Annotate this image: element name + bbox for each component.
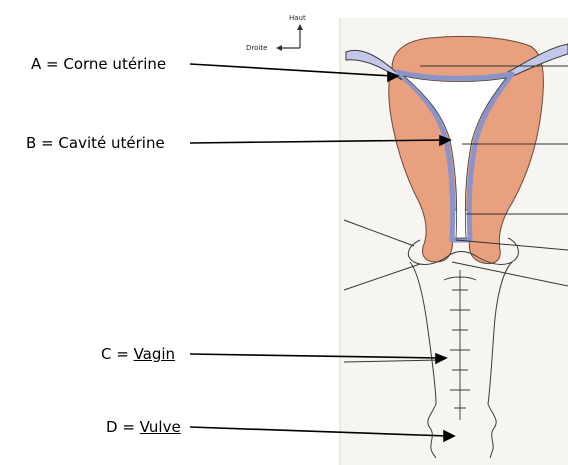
label-d-vulva: D = Vulve	[106, 418, 181, 436]
label-d-prefix: D =	[106, 418, 140, 436]
label-b-text: Cavité utérine	[58, 134, 164, 152]
label-c-text: Vagin	[134, 345, 175, 363]
label-c-vagina: C = Vagin	[101, 345, 175, 363]
label-a-uterine-horn: A = Corne utérine	[31, 55, 166, 73]
label-b-prefix: B =	[26, 134, 58, 152]
orientation-compass	[276, 24, 303, 51]
label-a-prefix: A =	[31, 55, 63, 73]
right-label: Droite	[246, 44, 267, 52]
label-b-uterine-cavity: B = Cavité utérine	[26, 134, 165, 152]
label-d-text: Vulve	[140, 418, 181, 436]
up-label: Haut	[289, 14, 306, 22]
label-a-text: Corne utérine	[63, 55, 166, 73]
label-c-prefix: C =	[101, 345, 134, 363]
